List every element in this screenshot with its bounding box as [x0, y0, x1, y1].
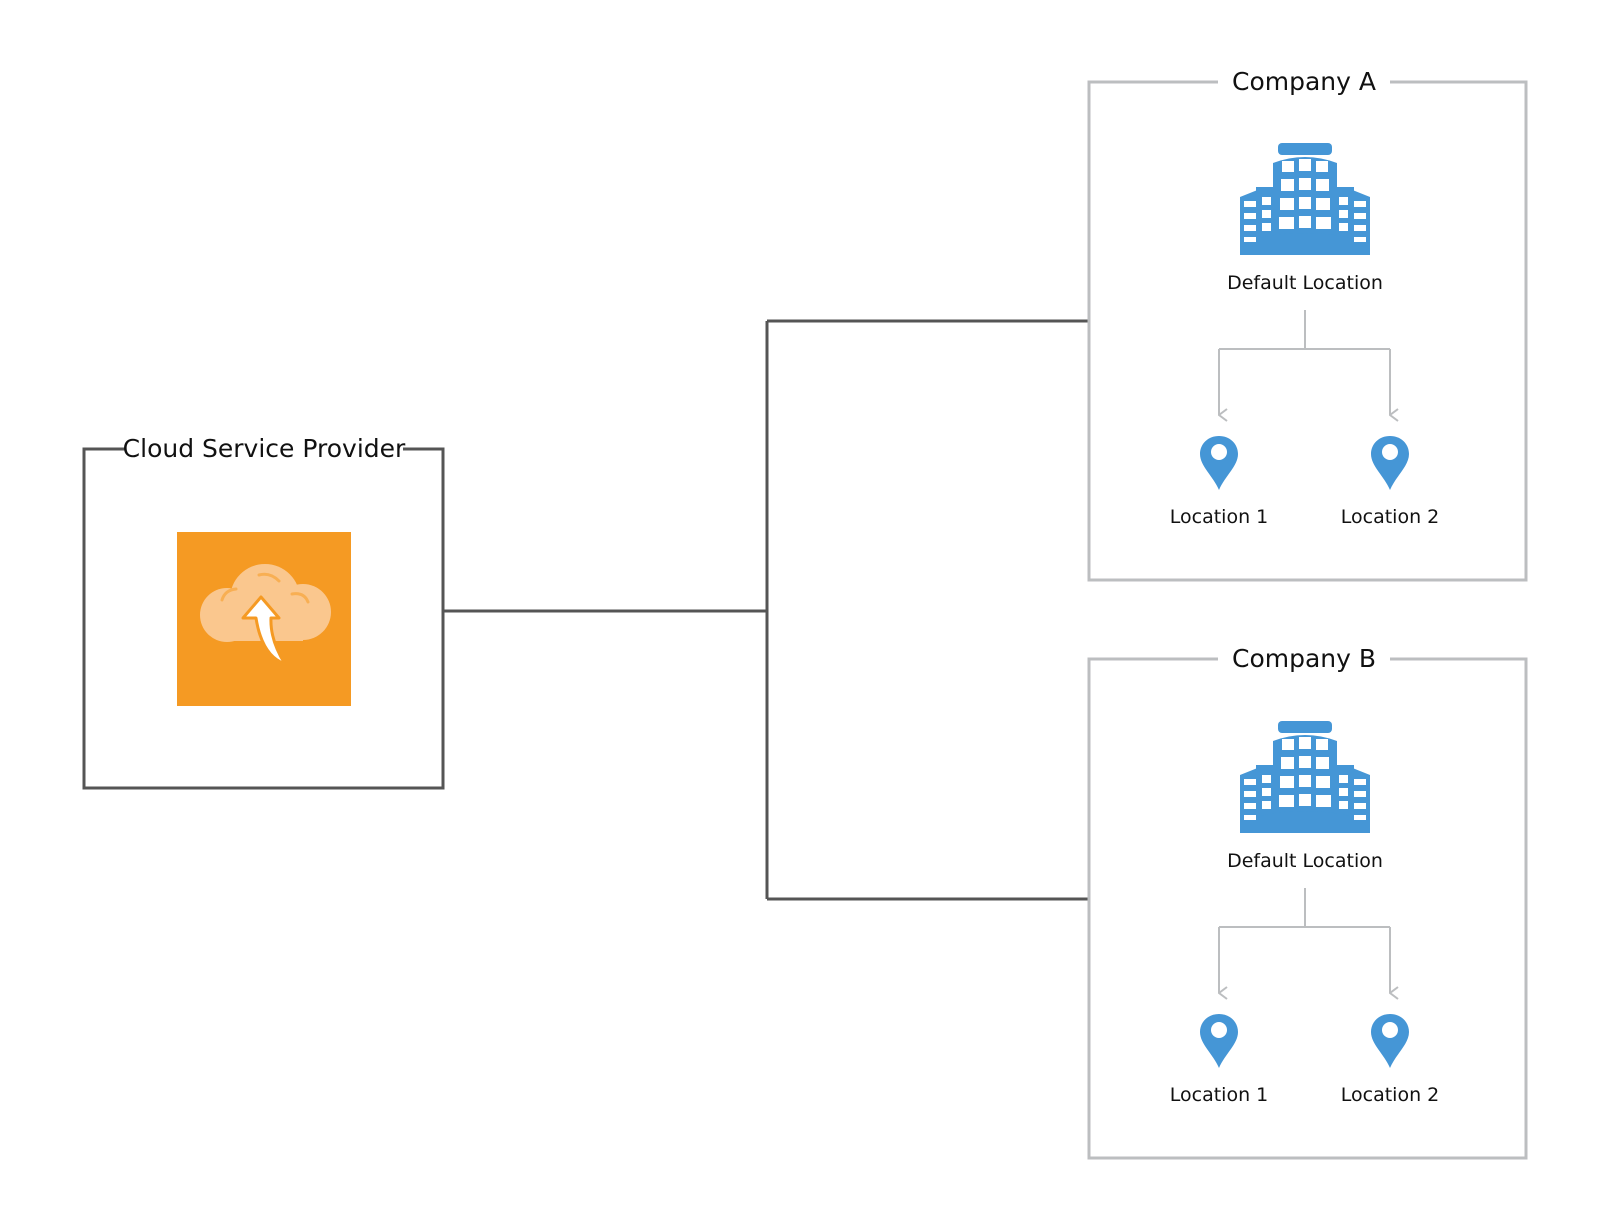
map-pin-icon [1200, 1014, 1238, 1068]
map-pin-icon [1371, 436, 1409, 490]
company-a-location-1-label: Location 1 [1170, 506, 1269, 528]
company-b-location-2-label: Location 2 [1341, 1084, 1440, 1106]
company-b-tree-lines [1218, 888, 1390, 993]
company-b-location-1-label: Location 1 [1170, 1084, 1269, 1106]
company-a-tree-lines [1218, 310, 1390, 415]
company-b-title: Company B [1232, 644, 1376, 673]
company-a-title: Company A [1232, 67, 1376, 96]
company-a-group: Company A Default Location Location 1 Lo… [1087, 67, 1528, 582]
building-icon [1240, 721, 1370, 833]
company-b-box-border [1087, 657, 1528, 1160]
building-icon [1240, 143, 1370, 255]
company-b-default-location-label: Default Location [1227, 850, 1383, 872]
map-pin-icon [1200, 436, 1238, 490]
provider-title: Cloud Service Provider [123, 434, 406, 463]
connector-lines [443, 319, 1089, 901]
map-pin-icon [1371, 1014, 1409, 1068]
provider-box-border [82, 447, 445, 790]
cloud-upload-icon [177, 532, 351, 706]
provider-group: Cloud Service Provider [82, 434, 445, 790]
company-a-default-location-label: Default Location [1227, 272, 1383, 294]
company-a-box-border [1087, 80, 1528, 582]
company-b-group: Company B Default Location Location 1 Lo… [1087, 644, 1528, 1160]
company-a-location-2-label: Location 2 [1341, 506, 1440, 528]
